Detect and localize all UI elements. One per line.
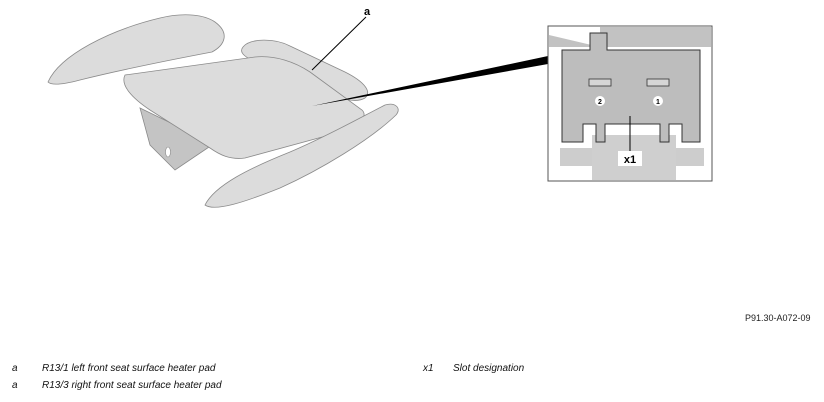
legend-key: a: [12, 380, 18, 391]
pin-label-1: 1: [656, 99, 660, 106]
pin-label-2-circle: [595, 96, 605, 106]
callout-x1: x1: [624, 154, 636, 166]
bolster-heater-pad-lower: [204, 103, 399, 208]
legend-item-2: a R13/3 right front seat surface heater p…: [12, 380, 222, 391]
seat-heater-illustration: a 2 1 x1: [47, 6, 713, 208]
figure-id: P91.30-A072-09: [745, 313, 811, 323]
legend-item-1: a R13/1 left front seat surface heater pa…: [12, 363, 215, 374]
pin-label-2: 2: [598, 99, 602, 106]
backrest-heater-pad: [47, 14, 225, 85]
legend-key: x1: [423, 363, 434, 374]
pin-slot-2: [588, 78, 612, 87]
callout-x1-bg: [618, 151, 642, 166]
legend-key: a: [12, 363, 18, 374]
legend-item-3: x1 Slot designation: [423, 363, 524, 374]
legend-text: R13/3 right front seat surface heater pa…: [42, 380, 222, 391]
callout-a: a: [364, 6, 371, 18]
zoom-leader: [312, 56, 548, 106]
connector-body: [561, 32, 701, 143]
legend-text: Slot designation: [453, 363, 525, 374]
legend-text: R13/1 left front seat surface heater pad: [42, 363, 216, 374]
leader-line-a: [311, 16, 367, 71]
pin-label-1-circle: [653, 96, 663, 106]
seat-cushion-hole: [165, 146, 171, 158]
pin-slot-1: [646, 78, 670, 87]
connector-detail: 2 1 x1: [547, 25, 713, 182]
